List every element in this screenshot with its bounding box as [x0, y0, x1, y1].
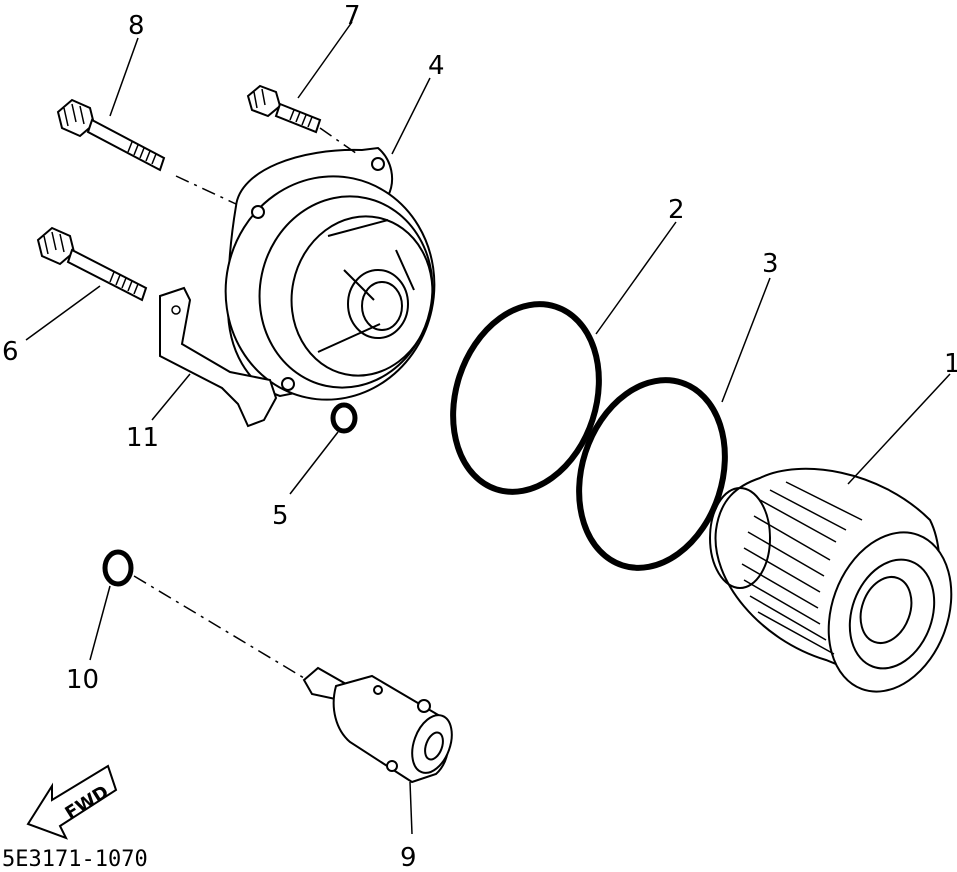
callout-4: 4 — [428, 51, 445, 81]
callout-5: 5 — [272, 501, 289, 531]
callout-7: 7 — [344, 1, 361, 31]
bolt-7 — [246, 84, 322, 134]
callout-1: 1 — [944, 349, 957, 379]
bracket-11 — [159, 286, 278, 428]
callout-9: 9 — [400, 843, 417, 872]
callout-8: 8 — [128, 11, 145, 41]
leader-lines — [25, 21, 951, 835]
callout-2: 2 — [668, 195, 685, 225]
drawing-code: 5E3171-1070 — [2, 847, 148, 872]
o-ring-3 — [576, 377, 728, 571]
oil-filter-element-1 — [709, 467, 953, 693]
assembly-lines — [133, 127, 361, 679]
o-ring-2 — [450, 301, 602, 495]
o-ring-5 — [330, 402, 358, 434]
bolt-6 — [36, 226, 148, 302]
bolt-8 — [56, 98, 166, 172]
union-bolt-9 — [302, 666, 453, 784]
callout-3: 3 — [762, 249, 779, 279]
callout-6: 6 — [2, 337, 19, 367]
o-ring-10 — [102, 549, 134, 587]
fwd-arrow-icon: FWD — [26, 764, 118, 840]
callout-11: 11 — [126, 423, 159, 453]
oil-filter-cover-4 — [224, 146, 436, 401]
callout-10: 10 — [66, 665, 99, 695]
